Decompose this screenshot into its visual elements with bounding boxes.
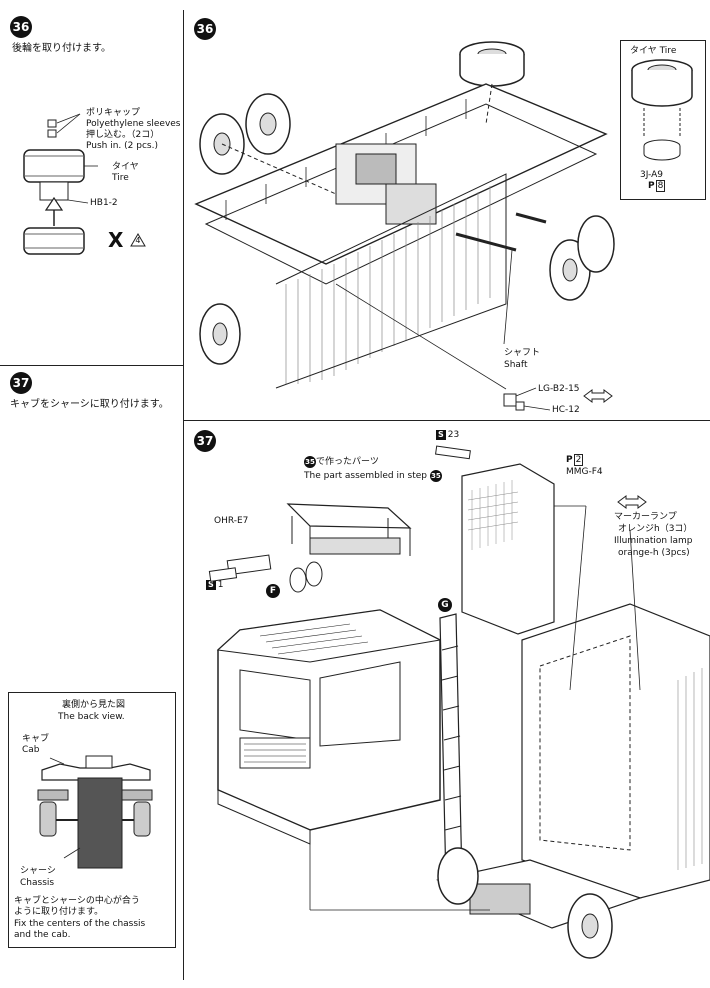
marker-lamp-label-jp: マーカーランプ <box>614 512 677 522</box>
marker-g: G <box>438 598 452 612</box>
s23-number: 23 <box>447 430 460 440</box>
cab-label-jp: キャブ <box>22 734 50 744</box>
quantity-mark: X 4 <box>108 228 147 252</box>
tire-inset-diagram <box>631 59 693 161</box>
quantity-x: X <box>108 228 124 252</box>
s1-number: 1 <box>217 580 224 590</box>
part-from-35-label-jp: 35で作ったパーツ <box>304 456 379 468</box>
back-view-diagram <box>37 755 153 869</box>
part-mmg-label: MMG-F4 <box>566 467 603 477</box>
part-p-number: 2 <box>573 454 584 466</box>
marker-lamp-label-en: Illumination lamp <box>614 536 693 546</box>
part-from-35-label-en: The part assembled in step 35 <box>304 470 442 482</box>
marker-lamp-label-jp2: オレンジh（3コ） <box>618 524 693 534</box>
rear-wheel-diagram <box>23 113 98 255</box>
part-lg-label: LG-B2-15 <box>538 384 580 394</box>
tire-label-jp: タイヤ <box>112 162 139 172</box>
step-35-circle-en: 35 <box>429 470 442 482</box>
marker-lamp-label-en2: orange-h (3pcs) <box>618 548 690 558</box>
push-in-label-jp: 押し込む。（2コ） <box>86 130 160 140</box>
back-view-title-jp: 裏側から見た図 <box>62 700 126 710</box>
s23-tag: S <box>436 430 446 440</box>
cab-assembly-diagram <box>208 445 710 959</box>
part-hc-label: HC-12 <box>552 405 580 415</box>
center-note-jp-2: ように取り付けます。 <box>14 907 104 917</box>
poly-cap-label-jp: ポリキャップ <box>86 108 141 118</box>
inset-part-label: 3J-A9 <box>640 170 663 180</box>
center-note-jp-1: キャブとシャーシの中心が合う <box>14 896 140 906</box>
part-from-35-text-jp: で作ったパーツ <box>316 457 379 467</box>
step-instruction: 後輪を取り付けます。 <box>12 43 111 54</box>
quantity-triangle-icon: 4 <box>130 233 147 247</box>
part-ohr-label: OHR-E7 <box>214 516 249 526</box>
step-number-36-main: 36 <box>194 18 216 40</box>
chassis-label-jp: シャーシ <box>20 866 56 876</box>
step-instruction: キャブをシャーシに取り付けます。 <box>10 399 169 410</box>
small-parts-diagram <box>503 387 613 411</box>
chassis-frame-diagram <box>194 41 615 390</box>
quantity-number: 4 <box>135 236 141 245</box>
step-35-circle: 35 <box>304 456 316 468</box>
back-view-title-en: The back view. <box>58 712 125 722</box>
inset-p-letter: P <box>648 181 655 191</box>
tire-label-en: Tire <box>112 173 129 183</box>
cab-label-en: Cab <box>22 745 40 755</box>
center-note-en-1: Fix the centers of the chassis <box>14 919 146 929</box>
shaft-label-jp: シャフト <box>504 348 541 358</box>
step-number-37: 37 <box>10 372 32 394</box>
inset-p-number: 8 <box>655 180 666 192</box>
marker-f: F <box>266 584 280 598</box>
hub-part-label: HB1-2 <box>90 198 118 208</box>
tire-inset-label: タイヤ Tire <box>630 46 677 56</box>
column-divider <box>183 10 184 980</box>
shaft-label-en: Shaft <box>504 360 528 370</box>
part-p-letter: P <box>566 455 573 465</box>
s1-tag: S <box>206 580 216 590</box>
step-number-36: 36 <box>10 16 32 38</box>
chassis-label-en: Chassis <box>20 878 55 888</box>
poly-cap-label-en: Polyethylene sleeves <box>86 119 181 129</box>
center-note-en-2: and the cab. <box>14 930 71 940</box>
step-divider-right <box>183 420 710 421</box>
step-divider-left <box>0 365 183 366</box>
push-in-label-en: Push in. (2 pcs.) <box>86 141 158 151</box>
part-from-35-text-en: The part assembled in step <box>304 471 427 481</box>
step-number-37-main: 37 <box>194 430 216 452</box>
